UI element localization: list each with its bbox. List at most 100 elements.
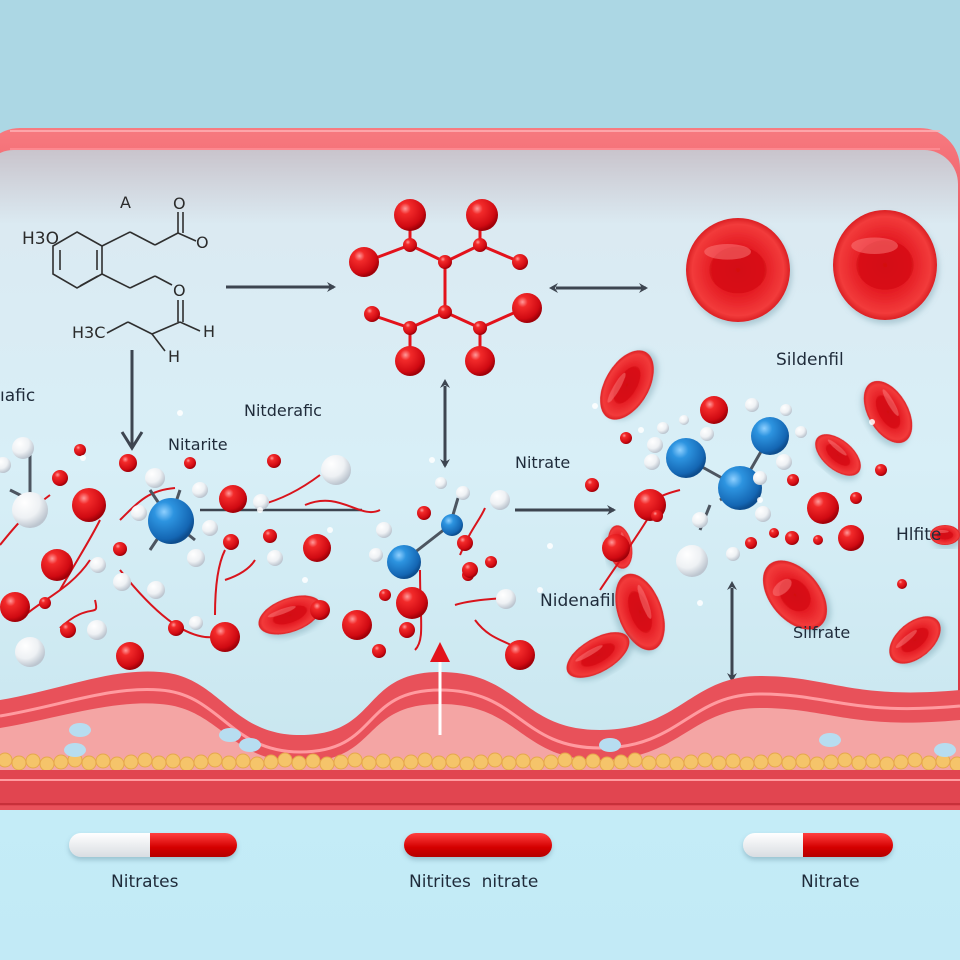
fat-cell xyxy=(11,755,27,771)
bubble xyxy=(327,527,333,533)
fat-cell xyxy=(473,754,489,770)
oxygen-atom xyxy=(438,305,452,319)
white-atom xyxy=(202,520,218,536)
red-blood-cell xyxy=(815,434,861,476)
bond-line xyxy=(59,519,101,591)
white-atom xyxy=(90,557,106,573)
bubble xyxy=(429,457,435,463)
bubble xyxy=(302,577,308,583)
legend-area xyxy=(0,800,960,960)
fat-cell xyxy=(375,753,391,769)
fat-cell xyxy=(683,754,699,770)
red-atom xyxy=(787,474,799,486)
red-atom xyxy=(184,457,196,469)
bubble xyxy=(177,410,183,416)
white-atom xyxy=(435,477,447,489)
fat-cell xyxy=(137,752,153,768)
blue-cell xyxy=(599,738,621,752)
red-atom xyxy=(41,549,73,581)
atom-h3c: H3C xyxy=(72,323,105,342)
red-atom xyxy=(372,644,386,658)
fat-cell xyxy=(697,752,713,768)
fat-cell xyxy=(921,755,937,771)
red-atom xyxy=(219,485,247,513)
red-atom xyxy=(342,610,372,640)
blue-atom xyxy=(441,514,463,536)
atom-h-2: H xyxy=(168,347,180,366)
fat-cell xyxy=(893,754,909,770)
fat-cell xyxy=(613,754,629,770)
blue-cell xyxy=(934,743,956,757)
fat-cell xyxy=(403,754,419,770)
capsule-white-half xyxy=(69,833,150,857)
red-atom xyxy=(168,620,184,636)
oxygen-atom xyxy=(395,346,425,376)
red-blood-cell xyxy=(615,573,665,651)
capsule-nitrate xyxy=(743,833,893,857)
white-atom xyxy=(644,454,660,470)
fat-cell xyxy=(641,755,657,771)
vessel-wall xyxy=(0,642,960,810)
red-blood-cell xyxy=(686,218,790,322)
red-atom xyxy=(72,488,106,522)
white-atom xyxy=(496,589,516,609)
fat-cell xyxy=(669,756,685,772)
fat-cell xyxy=(193,754,209,770)
label-nitderafic: Nitderafic xyxy=(244,401,322,420)
fat-cell xyxy=(879,756,895,772)
capsule-red-half xyxy=(149,833,237,857)
red-atom xyxy=(267,454,281,468)
red-atom xyxy=(39,597,51,609)
capsule-red-half xyxy=(803,833,893,857)
red-atom xyxy=(875,464,887,476)
fat-cell xyxy=(95,753,111,769)
white-atom xyxy=(192,482,208,498)
fat-cell xyxy=(795,753,811,769)
white-atom xyxy=(776,454,792,470)
bubble xyxy=(592,403,598,409)
atom-o-1: O xyxy=(173,194,186,213)
red-atom xyxy=(52,470,68,486)
red-blood-cell xyxy=(258,595,322,635)
fat-cell xyxy=(249,756,265,772)
red-blood-cell xyxy=(762,560,828,630)
bubble xyxy=(869,419,875,425)
blue-cell xyxy=(69,723,91,737)
fat-cell xyxy=(571,755,587,771)
white-atom xyxy=(15,637,45,667)
atom-o-3: O xyxy=(173,281,186,300)
bond-line xyxy=(304,499,381,513)
fat-cell xyxy=(837,752,853,768)
fat-cell xyxy=(333,754,349,770)
white-atom xyxy=(187,549,205,567)
white-atom xyxy=(253,494,269,510)
blue-atom xyxy=(666,438,706,478)
red-blood-cell xyxy=(863,380,913,444)
red-atom xyxy=(813,535,823,545)
fat-cell xyxy=(753,754,769,770)
oxygen-atom xyxy=(438,255,452,269)
fat-cell xyxy=(515,753,531,769)
red-blood-cell xyxy=(930,525,960,545)
fat-cell xyxy=(767,752,783,768)
fat-cell xyxy=(585,753,601,769)
fat-cell xyxy=(389,756,405,772)
red-atom xyxy=(785,531,799,545)
fat-cell xyxy=(25,753,41,769)
white-atom xyxy=(726,547,740,561)
structure-label-a: A xyxy=(120,193,131,212)
fat-cell xyxy=(711,755,727,771)
bond-line xyxy=(214,549,226,616)
fat-cell xyxy=(907,752,923,768)
blue-atom xyxy=(718,466,762,510)
fat-cell xyxy=(319,756,335,772)
fat-cell xyxy=(165,753,181,769)
label-sildenfil: Sildenfil xyxy=(776,350,844,370)
fat-cell xyxy=(151,755,167,771)
blue-cell xyxy=(64,743,86,757)
red-atom xyxy=(838,525,864,551)
bubble xyxy=(638,427,644,433)
fat-cell xyxy=(865,753,881,769)
fat-cell xyxy=(655,753,671,769)
